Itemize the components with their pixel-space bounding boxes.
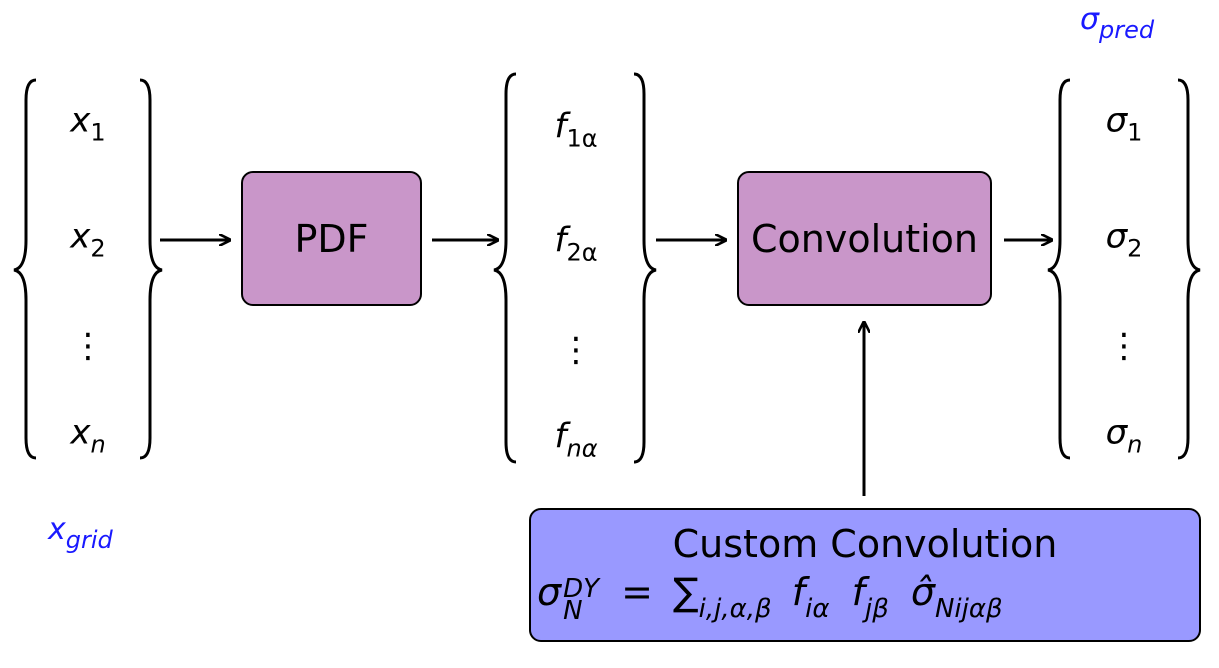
sigma-item-1: σ1 — [1105, 100, 1143, 147]
f-item-1: f1α — [554, 106, 598, 153]
left-brace-close — [139, 78, 163, 460]
x-item-2: x2 — [70, 216, 106, 263]
middle-brace-open — [493, 72, 517, 464]
f-item-2: f2α — [554, 220, 598, 267]
x-grid-label: xgrid — [48, 512, 113, 554]
x-ellipsis: ⋮ — [71, 326, 105, 366]
x-item-1: x1 — [70, 100, 106, 147]
right-brace-close — [1177, 78, 1201, 460]
sigma-ellipsis: ⋮ — [1107, 326, 1141, 366]
convolution-box: Convolution — [737, 171, 992, 306]
pdf-box: PDF — [241, 171, 422, 306]
left-brace-open — [13, 78, 37, 460]
sigma-item-2: σ2 — [1105, 216, 1143, 263]
x-item-n: xn — [70, 412, 106, 459]
f-item-n: fnα — [554, 416, 598, 463]
f-ellipsis: ⋮ — [559, 330, 593, 370]
right-brace-open — [1047, 78, 1071, 460]
sigma-pred-label: σpred — [1080, 2, 1155, 44]
sigma-item-n: σn — [1105, 412, 1143, 459]
custom-convolution-title: Custom Convolution — [672, 522, 1058, 566]
middle-brace-close — [633, 72, 657, 464]
